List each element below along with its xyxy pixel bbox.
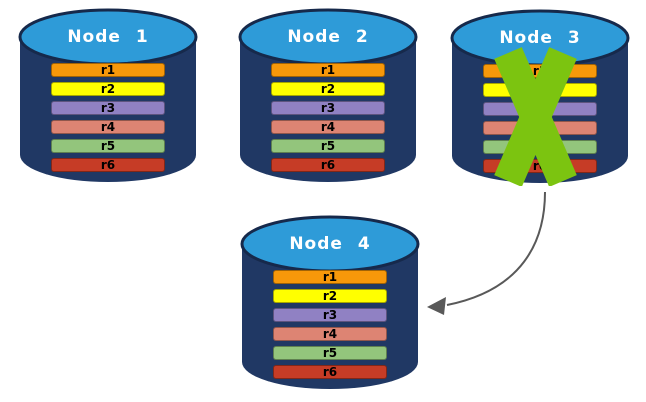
- replica-row-label: r4: [322, 327, 338, 341]
- replica-row-r1: r1: [273, 270, 387, 284]
- replica-row-r5: r5: [273, 346, 387, 360]
- replica-row-label: r2: [100, 82, 116, 96]
- node-1: Node 1 r1 r2 r3 r4 r5 r6: [18, 7, 198, 185]
- arrow-line: [446, 191, 546, 306]
- replica-row-r2: r2: [483, 83, 597, 97]
- replica-row-label: r2: [532, 83, 548, 97]
- replica-row-label: r4: [532, 121, 548, 135]
- node-title: Node 2: [287, 27, 369, 47]
- replica-row-r3: r3: [271, 101, 385, 115]
- replica-row-r5: r5: [483, 140, 597, 154]
- replica-row-label: r3: [320, 101, 336, 115]
- replica-rows: r1 r2 r3 r4 r5 r6: [273, 270, 387, 384]
- replica-row-label: r5: [322, 346, 338, 360]
- node-title: Node 4: [289, 234, 371, 254]
- replica-row-label: r3: [100, 101, 116, 115]
- replica-row-label: r1: [100, 63, 116, 77]
- replica-row-label: r3: [532, 102, 548, 116]
- arrow-head: [427, 297, 446, 315]
- replica-row-label: r3: [322, 308, 338, 322]
- replica-row-label: r6: [322, 365, 338, 379]
- replica-row-r3: r3: [51, 101, 165, 115]
- replica-row-r3: r3: [273, 308, 387, 322]
- replica-row-label: r4: [320, 120, 336, 134]
- replica-row-r3: r3: [483, 102, 597, 116]
- replica-row-r2: r2: [271, 82, 385, 96]
- replica-row-r6: r6: [51, 158, 165, 172]
- replica-row-r4: r4: [51, 120, 165, 134]
- replica-row-label: r2: [320, 82, 336, 96]
- replica-row-r4: r4: [273, 327, 387, 341]
- replica-row-label: r5: [320, 139, 336, 153]
- replica-row-label: r5: [100, 139, 116, 153]
- replica-row-r2: r2: [51, 82, 165, 96]
- replica-row-label: r5: [532, 140, 548, 154]
- replica-rows: r1 r2 r3 r4 r5 r6: [483, 64, 597, 178]
- replica-row-r4: r4: [271, 120, 385, 134]
- replica-row-r5: r5: [51, 139, 165, 153]
- replica-row-label: r1: [320, 63, 336, 77]
- node-2: Node 2 r1 r2 r3 r4 r5 r6: [238, 7, 418, 185]
- replica-row-label: r4: [100, 120, 116, 134]
- replica-row-r1: r1: [483, 64, 597, 78]
- replica-row-label: r6: [532, 159, 548, 173]
- replica-row-label: r6: [100, 158, 116, 172]
- replica-row-r6: r6: [271, 158, 385, 172]
- replica-row-label: r2: [322, 289, 338, 303]
- node-4: Node 4 r1 r2 r3 r4 r5 r6: [240, 214, 420, 392]
- node-title: Node 1: [67, 27, 149, 47]
- replica-row-r6: r6: [273, 365, 387, 379]
- replica-row-label: r6: [320, 158, 336, 172]
- replica-row-label: r1: [322, 270, 338, 284]
- node-3: Node 3 r1 r2 r3 r4 r5 r6: [450, 8, 630, 186]
- replica-row-r1: r1: [271, 63, 385, 77]
- replica-row-r2: r2: [273, 289, 387, 303]
- replica-rows: r1 r2 r3 r4 r5 r6: [51, 63, 165, 177]
- replica-rows: r1 r2 r3 r4 r5 r6: [271, 63, 385, 177]
- replica-row-label: r1: [532, 64, 548, 78]
- replica-row-r4: r4: [483, 121, 597, 135]
- replica-row-r6: r6: [483, 159, 597, 173]
- node-title: Node 3: [499, 28, 581, 48]
- replica-row-r1: r1: [51, 63, 165, 77]
- replica-row-r5: r5: [271, 139, 385, 153]
